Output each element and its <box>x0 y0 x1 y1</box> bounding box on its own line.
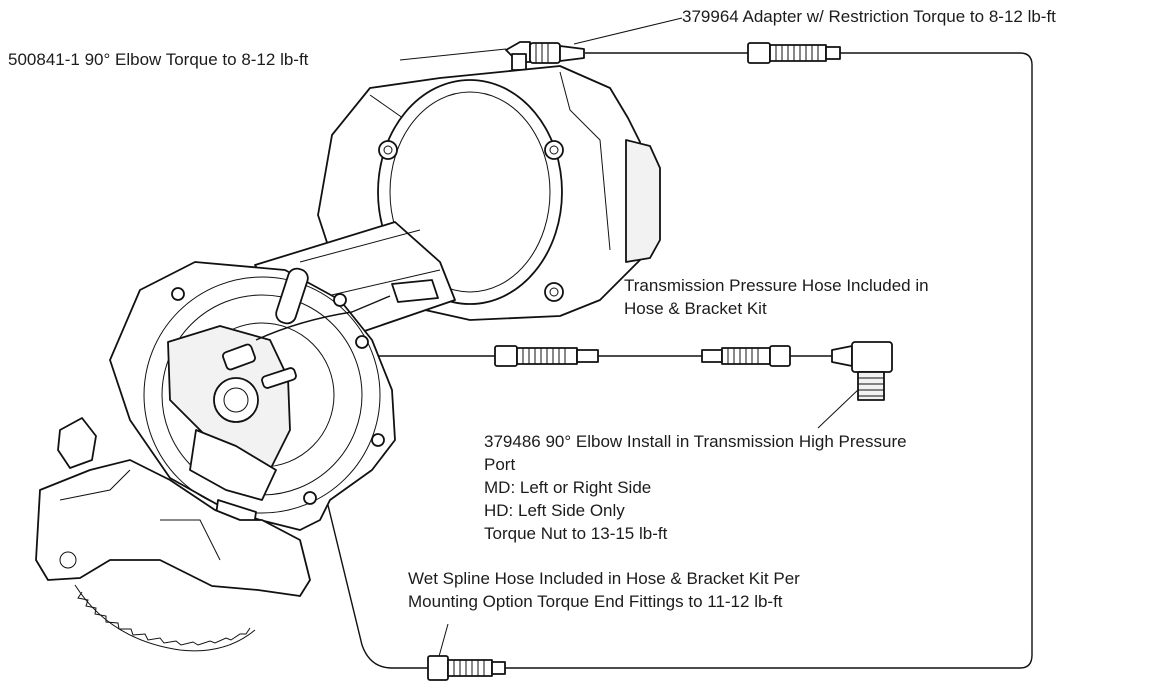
leader-elbow-top <box>399 48 507 61</box>
elbow-trans-label-line-5: Torque Nut to 13-15 lb-ft <box>484 524 668 543</box>
hose-fitting-icon <box>494 345 599 367</box>
elbow-trans-label-line-2: Port <box>484 455 516 474</box>
hose-fitting-icon <box>747 42 841 64</box>
elbow-trans-label: 379486 90° Elbow Install in Transmission… <box>484 430 907 545</box>
pressure-hose-label-line-1: Transmission Pressure Hose Included in <box>624 276 929 295</box>
leader-adapter <box>573 17 683 45</box>
elbow-fitting-icon <box>505 41 531 71</box>
pump-drawing <box>35 65 661 652</box>
pressure-hose-label-line-2: Hose & Bracket Kit <box>624 299 767 318</box>
adapter-fitting-icon <box>529 42 585 64</box>
elbow-top-label: 500841-1 90° Elbow Torque to 8-12 lb-ft <box>8 50 309 69</box>
elbow-trans-label-line-3: MD: Left or Right Side <box>484 478 652 497</box>
wet-spline-label: Wet Spline Hose Included in Hose & Brack… <box>408 567 800 613</box>
wet-spline-label-line-1: Wet Spline Hose Included in Hose & Brack… <box>408 569 800 588</box>
leader-wet-spline <box>437 623 449 661</box>
pressure-hose-label: Transmission Pressure Hose Included in H… <box>624 274 929 320</box>
hose-route-line <box>505 52 1033 669</box>
leader-elbow-trans <box>817 387 861 429</box>
elbow-trans-label-line-4: HD: Left Side Only <box>484 501 625 520</box>
wet-spline-label-line-2: Mounting Option Torque End Fittings to 1… <box>408 592 783 611</box>
wet-spline-hose-line <box>299 389 428 669</box>
elbow-trans-label-line-1: 379486 90° Elbow Install in Transmission… <box>484 432 907 451</box>
hose-fitting-icon <box>427 655 506 681</box>
adapter-label: 379964 Adapter w/ Restriction Torque to … <box>682 7 1056 26</box>
hose-fitting-icon <box>701 345 791 367</box>
elbow-fitting-icon <box>831 341 893 401</box>
